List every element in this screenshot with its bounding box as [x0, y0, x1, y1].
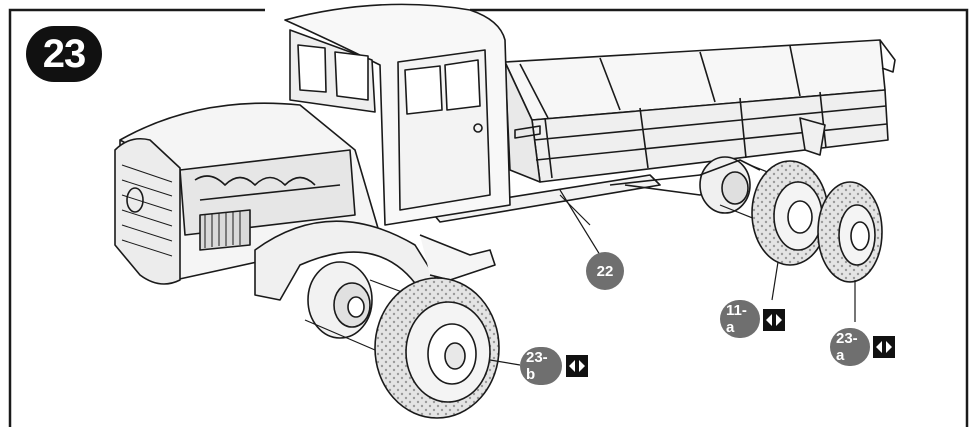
callout-23b: 23-b [520, 347, 562, 385]
front-wheel-23b [374, 277, 521, 419]
cab [284, 3, 511, 226]
flip-over-icon [763, 309, 785, 331]
cargo-bed [504, 39, 896, 183]
rear-outer-wheel-23a [817, 181, 883, 322]
step-number-badge: 23 [26, 26, 102, 82]
callout-11a: 11-a [720, 300, 760, 338]
flip-over-icon [566, 355, 588, 377]
rear-brake-drum [699, 156, 761, 214]
front-brake-drum [307, 261, 373, 339]
front-guide-line-1 [304, 319, 376, 351]
flip-over-icon [873, 336, 895, 358]
rear-inner-wheel-11a [751, 160, 829, 301]
callout-23a: 23-a [830, 328, 870, 366]
frame-border [8, 8, 969, 427]
callout-22: 22 [586, 252, 624, 290]
leader-line-22 [559, 189, 601, 256]
radiator-grille [114, 137, 181, 285]
